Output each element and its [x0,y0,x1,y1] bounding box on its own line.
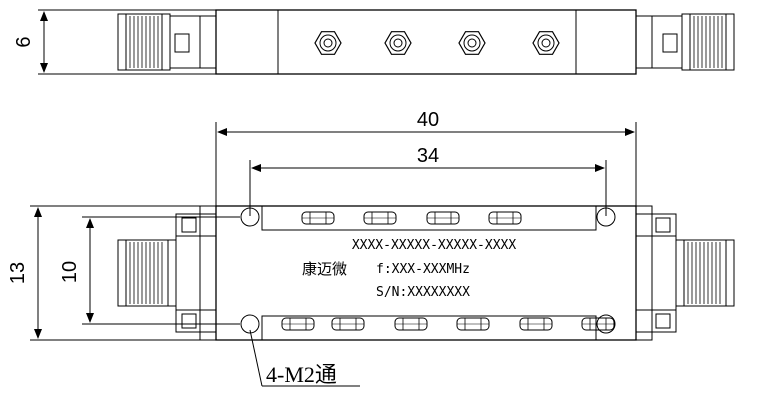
nut-ring [537,34,555,52]
hex-nut [384,31,412,55]
tuning-screws-bottom [281,317,615,331]
label-part-number: XXXX-XXXXX-XXXXX-XXXX [352,238,517,253]
side-view: 6 [13,9,735,75]
side-right-connector [681,13,735,71]
dim-width-label: 13 [7,262,29,284]
label-brand: 康迈微 [302,260,347,278]
label-serial: S/N:XXXXXXXX [376,285,470,300]
plan-view: 40 34 [7,109,735,387]
nut-ring [463,34,481,52]
side-left-connector [117,13,171,71]
side-body [215,9,637,75]
dim-length-label: 40 [417,109,439,131]
nut-bore [393,38,403,48]
side-left-flange [169,15,217,69]
dim-hole-spacing-width-label: 10 [59,261,81,283]
dim-thickness-label: 6 [13,36,35,47]
hole-callout: 4-M2通 [266,362,337,387]
mounting-hole [596,207,616,227]
hex-nut [458,31,486,55]
nut-ring [319,34,337,52]
plan-left-connector [117,205,217,341]
side-right-flange [635,15,683,69]
tuning-screws-top [301,211,522,225]
mounting-hole [240,207,260,227]
plan-right-connector [635,205,735,341]
dim-hole-spacing-length-label: 34 [417,145,439,167]
hex-nut [314,31,342,55]
nut-bore [467,38,477,48]
mounting-hole [240,314,260,334]
label-frequency: f:XXX-XXXMHz [376,262,470,277]
tuning-nuts [314,31,560,55]
nut-bore [541,38,551,48]
nut-ring [389,34,407,52]
callout-leader [249,329,263,387]
hex-nut [532,31,560,55]
nut-bore [323,38,333,48]
